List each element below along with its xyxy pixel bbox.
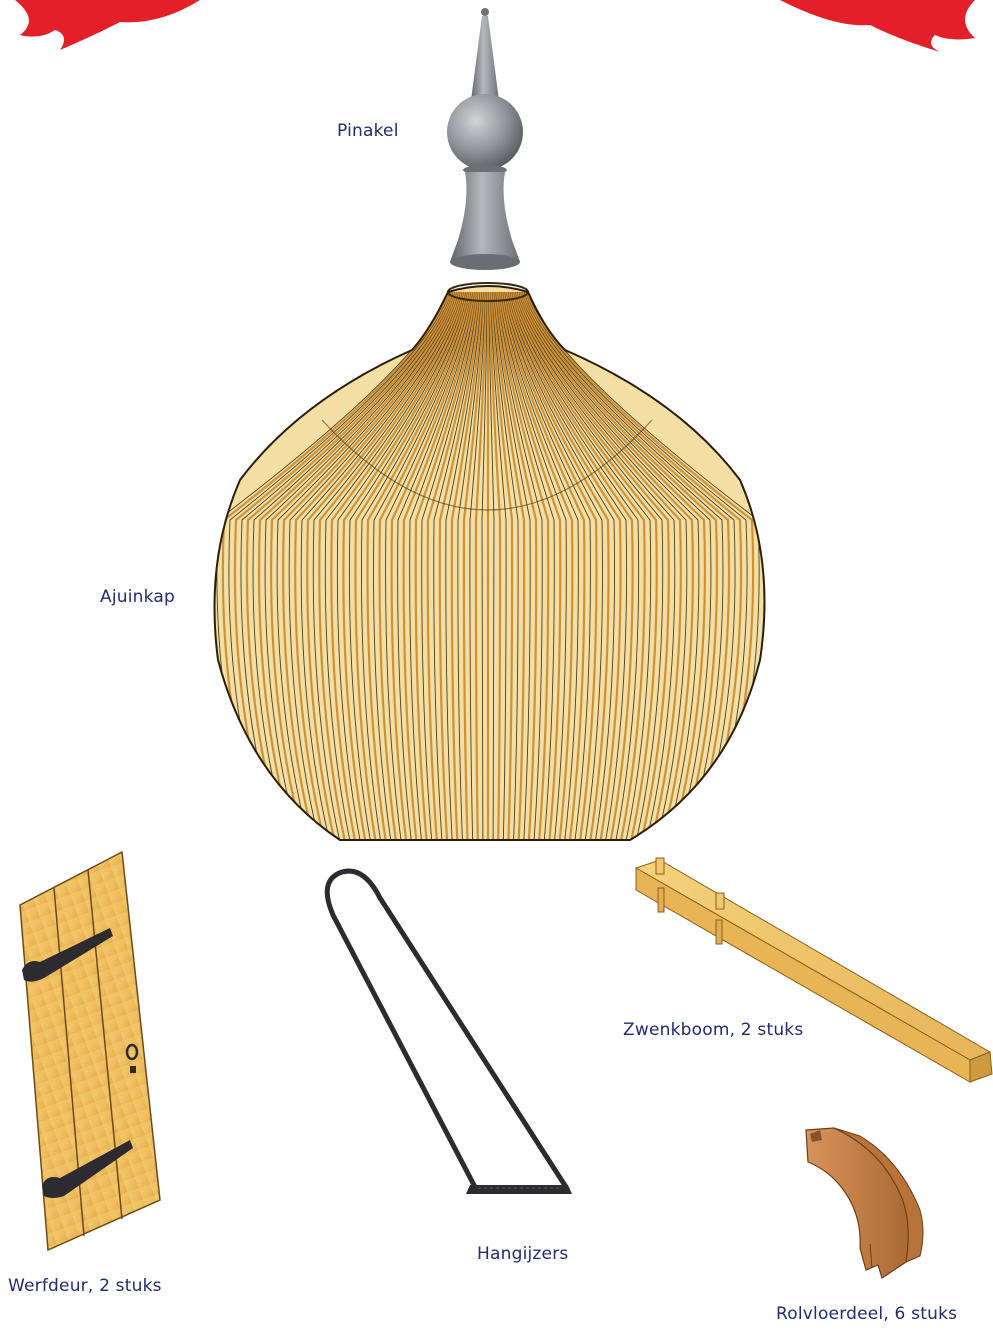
zwenkboom-figure (636, 858, 992, 1082)
red-flourish-left (15, 0, 200, 50)
rolvloerdeel-figure (806, 1128, 923, 1278)
pinakel-figure (447, 8, 523, 270)
werfdeur-label: Werfdeur, 2 stuks (8, 1276, 162, 1296)
ajuinkap-figure (214, 283, 764, 840)
hangijzers-figure (327, 871, 572, 1194)
werfdeur-figure (20, 852, 160, 1250)
ajuinkap-label: Ajuinkap (100, 587, 175, 607)
rolvloerdeel-label: Rolvloerdeel, 6 stuks (776, 1304, 957, 1324)
red-flourish-right (780, 0, 975, 52)
zwenkboom-label: Zwenkboom, 2 stuks (623, 1020, 803, 1040)
hangijzers-label: Hangijzers (477, 1244, 568, 1264)
pinakel-label: Pinakel (337, 121, 399, 141)
